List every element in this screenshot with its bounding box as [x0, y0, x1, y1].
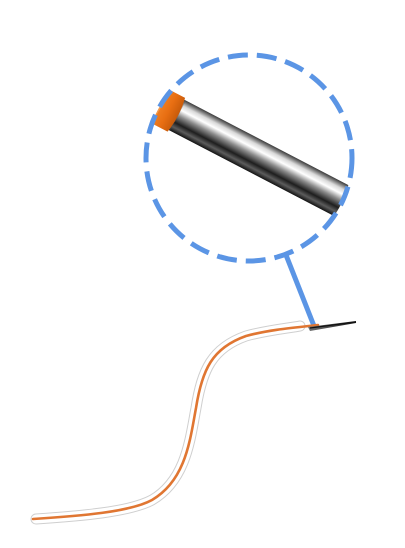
wire-icon	[31, 323, 320, 521]
callout-connector	[283, 254, 317, 327]
magnified-detail	[146, 87, 352, 231]
metal-tube	[163, 96, 352, 231]
magnifier-callout-icon	[143, 52, 355, 264]
